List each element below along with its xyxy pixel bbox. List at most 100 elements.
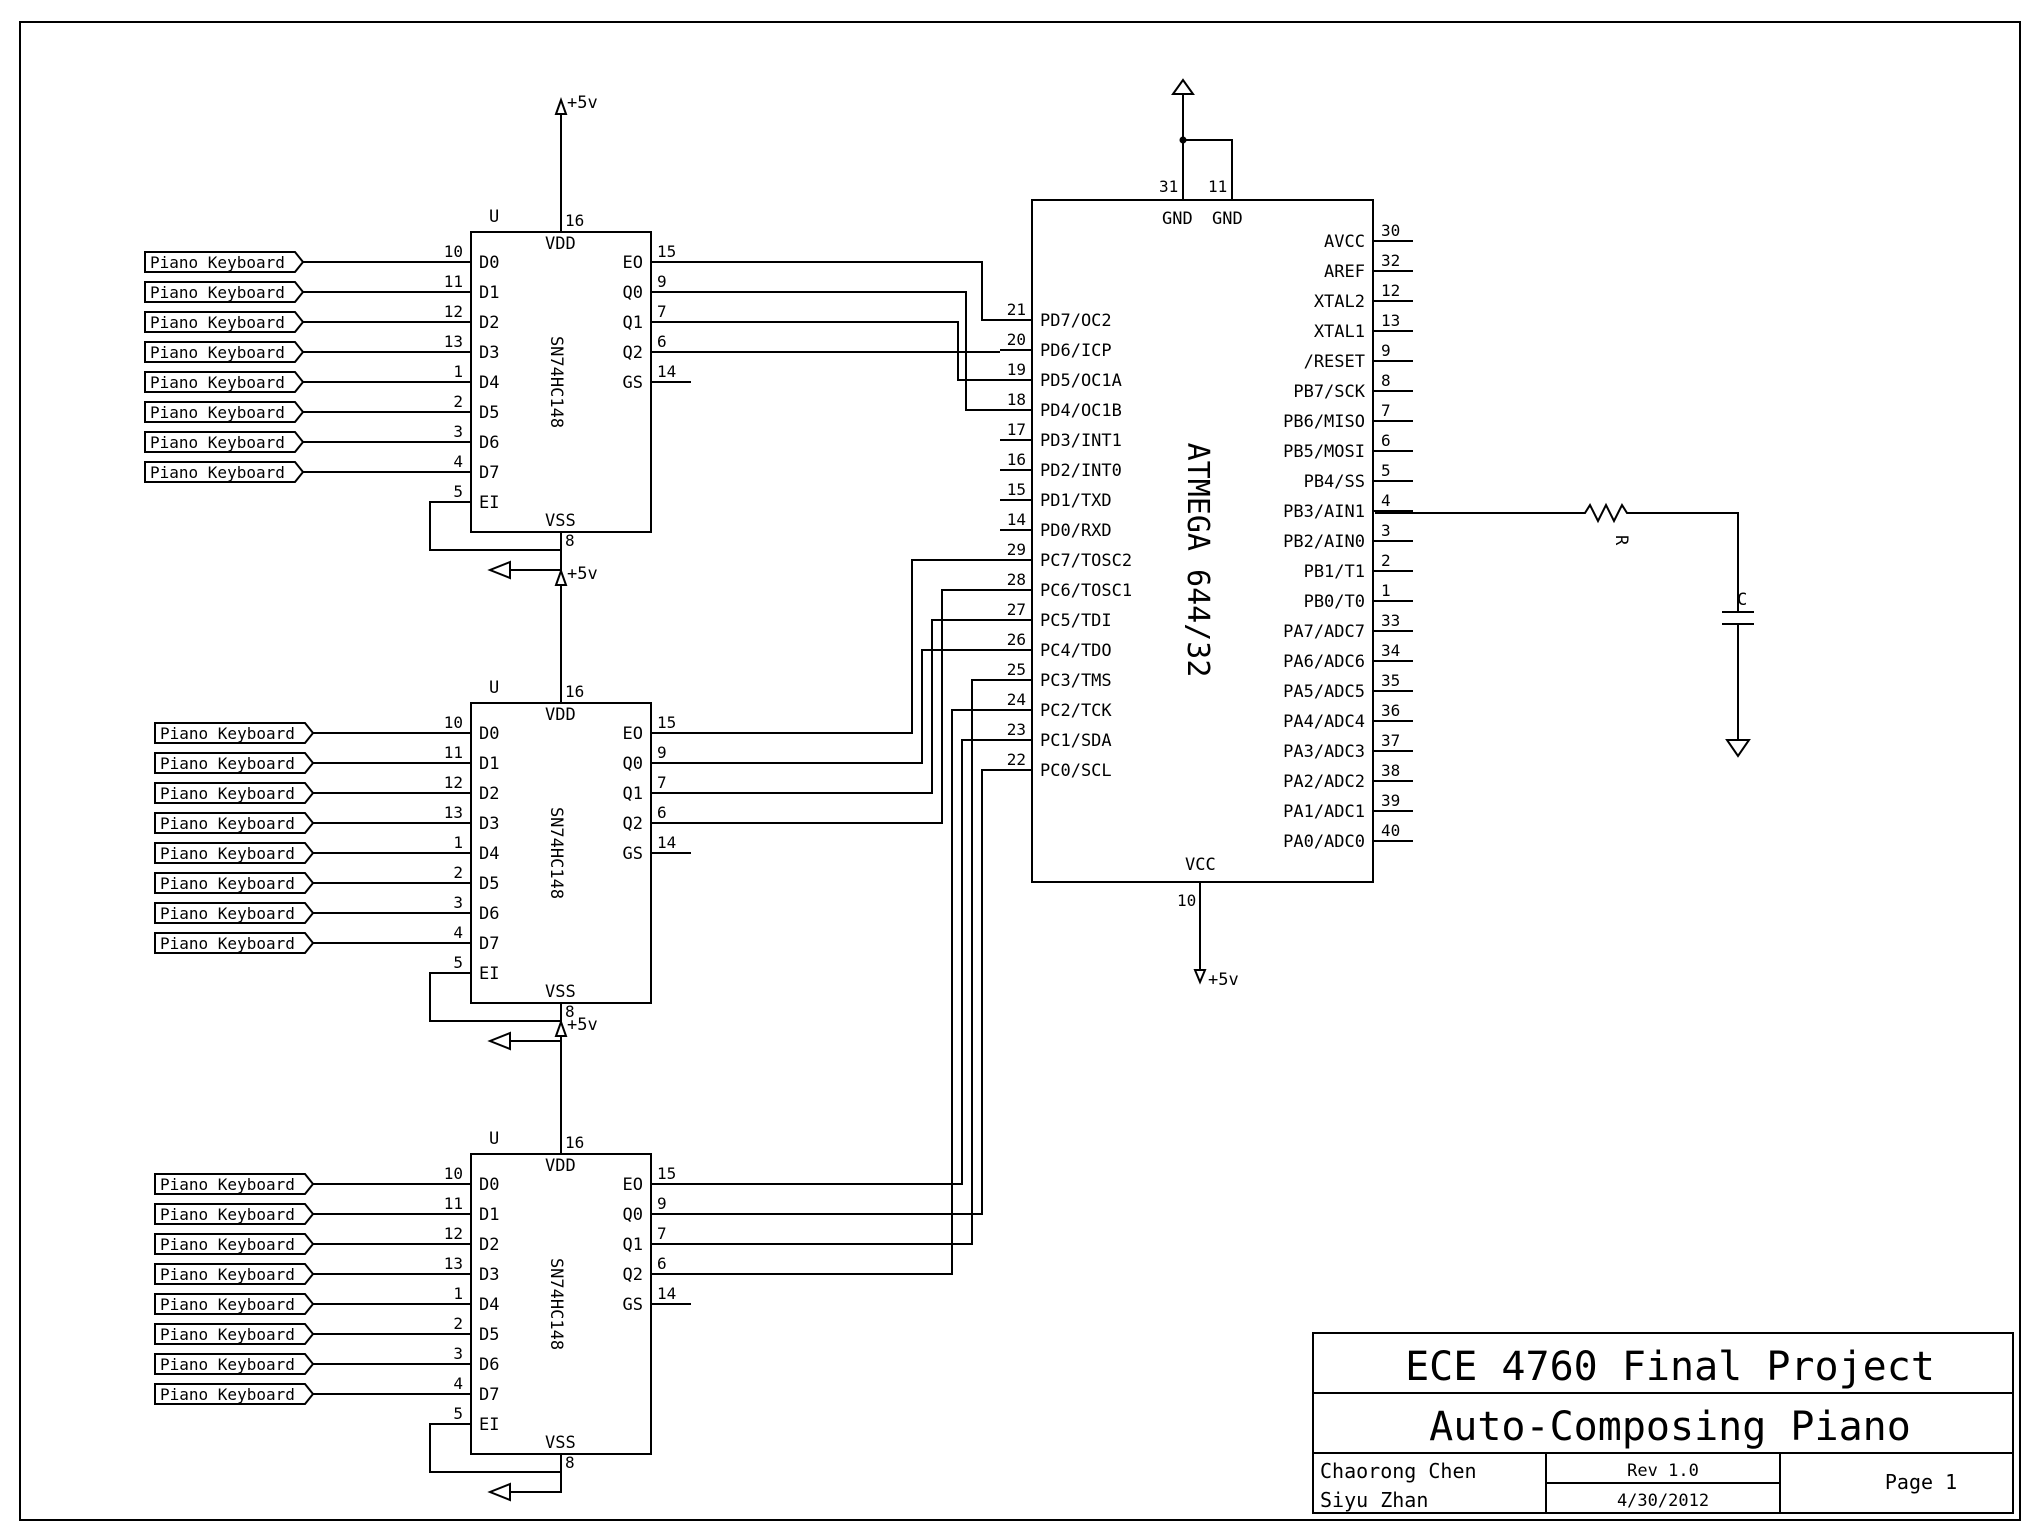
input-pin-name: D1 [479,754,499,774]
mcu-right-pin-name: PB5/MOSI [1283,442,1365,462]
input-pin-num: 1 [453,362,463,381]
supply-label: +5v [567,93,598,113]
input-label-box [154,1293,315,1315]
input-pin-name: D0 [479,724,499,744]
input-label-text: Piano Keyboard [150,433,285,452]
mcu-left-pin-name: PC2/TCK [1040,701,1112,721]
mcu-right-pin-num: 8 [1381,371,1391,390]
input-label-text: Piano Keyboard [160,904,295,923]
vss-pin-num: 8 [565,1453,575,1472]
mcu-left-pin-name: PD2/INT0 [1040,461,1122,481]
input-pin-num: 11 [444,743,463,762]
capacitor-label: C [1737,590,1747,610]
output-pin-num: 15 [657,713,676,732]
input-label-box [154,932,315,954]
mcu-part-name: ATMEGA 644/32 [1180,443,1215,678]
input-label-text: Piano Keyboard [150,283,285,302]
input-pin-num: 4 [453,923,463,942]
mcu-left-pin-num: 23 [1007,720,1026,739]
gnd-wire [1183,139,1233,200]
decoder-part-name: SN74HC148 [546,1258,566,1350]
input-label-text: Piano Keyboard [150,253,285,272]
input-pin-name: D6 [479,1355,499,1375]
mcu-right-pin-name: PB6/MISO [1283,412,1365,432]
wire-q2-2 [691,589,1000,824]
input-pin-num: 2 [453,392,463,411]
output-pin-num: 9 [657,743,667,762]
mcu-left-pin-name: PC1/SDA [1040,731,1112,751]
mcu-right-pin-name: PB7/SCK [1293,382,1365,402]
input-pin-num: 12 [444,773,463,792]
output-pin-num: 7 [657,1224,667,1243]
mcu-right-pin-name: PA0/ADC0 [1283,832,1365,852]
mcu-right-pin-name: PB0/T0 [1304,592,1365,612]
mcu-right-pin-num: 3 [1381,521,1391,540]
mcu-right-pin-name: PA1/ADC1 [1283,802,1365,822]
mcu-left-pin-num: 16 [1007,450,1026,469]
input-label-text: Piano Keyboard [160,874,295,893]
wire-q0-3 [691,769,1000,1215]
mcu-right-pin-num: 4 [1381,491,1391,510]
supply-arrow [554,1019,568,1037]
mcu-right-pin-name: PB2/AIN0 [1283,532,1365,552]
wire-q1-3 [691,679,1000,1245]
mcu-right-pin-name: PB4/SS [1304,472,1365,492]
decoder-ref: U [489,1129,499,1149]
output-pin-num: 6 [657,1254,667,1273]
vdd-pin-name: VDD [545,234,576,254]
mcu-right-pin-num: 39 [1381,791,1400,810]
input-pin-num: 4 [453,1374,463,1393]
resistor-label: R [1611,535,1631,546]
output-pin-name: EO [623,724,643,744]
input-pin-num: 3 [453,893,463,912]
ground-arrow [487,560,511,580]
mcu-right-pin-num: 35 [1381,671,1400,690]
mcu-left-pin-name: PC5/TDI [1040,611,1112,631]
input-label-box [154,752,315,774]
mcu-left-pin-name: PC6/TOSC1 [1040,581,1132,601]
vss-pin-name: VSS [545,1433,576,1453]
ei-wire [429,501,561,551]
input-pin-num: 12 [444,302,463,321]
decoder-body [470,702,652,1004]
ei-wire [429,972,561,1022]
wire-q1-2 [691,619,1000,794]
output-pin-name: Q2 [623,1265,643,1285]
vcc-pin-name: VCC [1185,855,1216,875]
ground-arrow [487,1482,511,1502]
mcu-left-pin-num: 22 [1007,750,1026,769]
input-label-box [154,812,315,834]
vdd-pin-num: 16 [565,1133,584,1152]
mcu-right-pin-num: 32 [1381,251,1400,270]
ei-pin-name: EI [479,964,499,984]
input-label-text: Piano Keyboard [150,343,285,362]
input-label-text: Piano Keyboard [160,934,295,953]
mcu-left-pin-num: 28 [1007,570,1026,589]
mcu-right-pin-name: PA5/ADC5 [1283,682,1365,702]
input-pin-num: 3 [453,1344,463,1363]
mcu-left-pin-num: 19 [1007,360,1026,379]
mcu-left-pin-num: 26 [1007,630,1026,649]
author-1: Chaorong Chen [1320,1459,1477,1483]
input-pin-num: 2 [453,1314,463,1333]
input-pin-num: 1 [453,1284,463,1303]
input-pin-num: 2 [453,863,463,882]
input-pin-name: D5 [479,1325,499,1345]
input-label-box [154,782,315,804]
decoder-body [470,1153,652,1455]
mcu-left-pin-name: PD0/RXD [1040,521,1112,541]
mcu-right-pin-num: 5 [1381,461,1391,480]
mcu-right-pin-name: PA7/ADC7 [1283,622,1365,642]
input-label-text: Piano Keyboard [160,1295,295,1314]
page-number: Page 1 [1885,1470,1957,1494]
mcu-left-pin-name: PD7/OC2 [1040,311,1112,331]
wire-q2-3 [691,709,1000,1275]
rc-filter: R C [1375,502,1754,758]
input-label-box [154,1203,315,1225]
vss-pin-num: 8 [565,1002,575,1021]
ei-pin-name: EI [479,1415,499,1435]
